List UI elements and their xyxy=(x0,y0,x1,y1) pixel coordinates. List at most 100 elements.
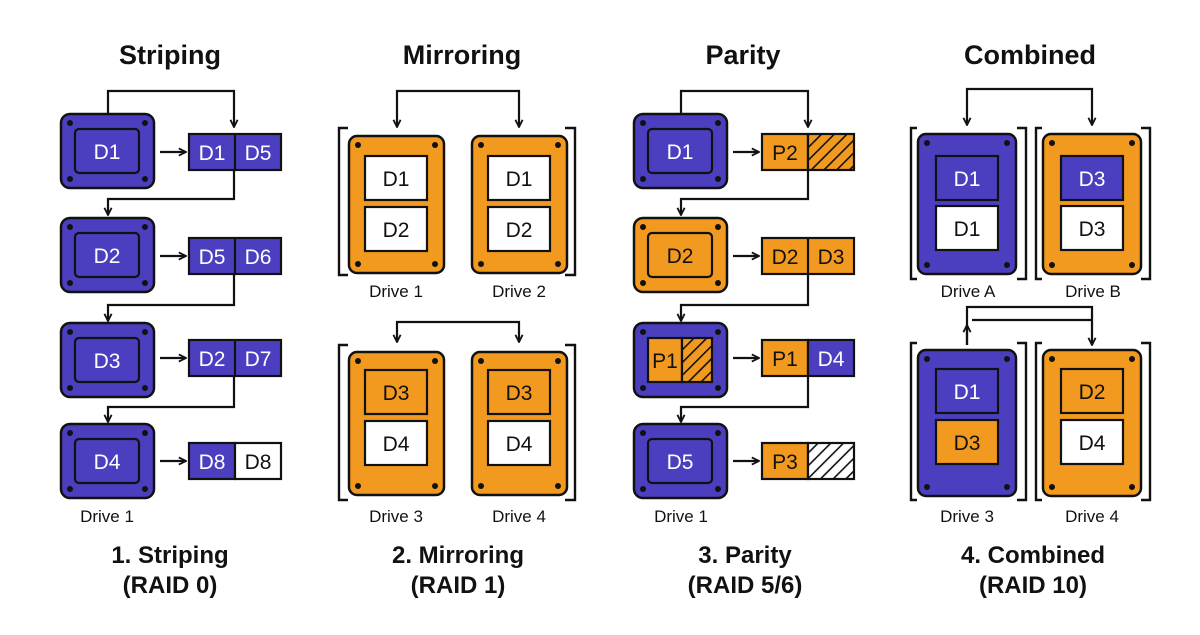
data-block: D3 xyxy=(506,382,533,405)
bracket-right xyxy=(1017,341,1028,502)
drive-block-label: D1 xyxy=(667,141,694,164)
data-block: D3 xyxy=(954,432,981,455)
data-block: D4 xyxy=(383,433,410,456)
parity-split-arrow xyxy=(679,89,808,127)
drive-block-label: D4 xyxy=(94,451,121,474)
stripe-cell: D1 xyxy=(199,142,226,165)
parity-drive-3: P1 xyxy=(632,321,729,399)
parity-stripe-3: P1 D4 xyxy=(760,338,856,378)
bracket-left xyxy=(1034,126,1042,281)
bracket-left xyxy=(909,341,917,502)
mirror-split-arrow-top xyxy=(397,89,519,127)
parity-stripe-4: P3 xyxy=(760,441,856,481)
drive-label: Drive 1 xyxy=(369,282,423,301)
bracket-left xyxy=(909,126,917,281)
parity-drive-4: D5 xyxy=(632,422,729,500)
stripe-cell: D2 xyxy=(199,348,226,371)
drive-block-label: D1 xyxy=(94,141,121,164)
striping-drive-2: D2 xyxy=(59,216,156,294)
arrow-down-link xyxy=(681,274,810,321)
bracket-right xyxy=(1141,126,1152,281)
bracket-left xyxy=(337,343,348,502)
combined-panel: Combined D1 D1 D3 D3 Drive A Drive B xyxy=(909,40,1152,599)
parity-drive-1: D1 xyxy=(632,112,729,190)
combined-drive-a: D1 D1 xyxy=(916,132,1018,276)
data-block: D3 xyxy=(1079,168,1106,191)
bracket-right xyxy=(1017,126,1028,281)
stripe-cell: D7 xyxy=(245,348,272,371)
stripe-cell: D5 xyxy=(199,246,226,269)
drive-label: Drive B xyxy=(1065,282,1121,301)
combined-drive-b: D3 D3 xyxy=(1041,132,1143,276)
parity-stripe-1: P2 xyxy=(760,132,856,172)
bracket-left xyxy=(337,126,348,277)
striping-drive-3: D3 xyxy=(59,321,156,399)
stripe-cell: P1 xyxy=(772,348,798,371)
combined-split-arrow-top xyxy=(967,87,1092,125)
mirroring-drive-1: D1 D2 xyxy=(347,134,446,275)
bracket-right xyxy=(1141,341,1152,502)
drive-label: Drive 1 xyxy=(80,507,134,526)
combined-drive-3: D1 D3 xyxy=(916,348,1018,498)
arrow-down-link xyxy=(681,170,810,215)
mirroring-panel: Mirroring D1 D2 D1 D2 Drive 1 Drive 2 xyxy=(337,40,577,599)
striping-stripe-4: D8 D8 xyxy=(187,441,283,481)
combined-drive-4: D2 D4 xyxy=(1041,348,1143,498)
drive-label: Drive 1 xyxy=(654,507,708,526)
combined-caption: 4. Combined xyxy=(961,542,1105,569)
bracket-left xyxy=(1034,341,1042,502)
striping-stripe-3: D2 D7 xyxy=(187,338,283,378)
data-block: D4 xyxy=(1079,432,1106,455)
stripe-cell: D8 xyxy=(199,451,226,474)
parity-title: Parity xyxy=(705,40,780,70)
mirroring-caption: 2. Mirroring xyxy=(392,542,524,569)
mirroring-caption-raid: (RAID 1) xyxy=(411,572,506,599)
combined-split-arrow-bottom xyxy=(965,305,1092,345)
stripe-cell: D3 xyxy=(818,246,845,269)
parity-caption-raid: (RAID 5/6) xyxy=(688,572,803,599)
mirror-split-arrow-bottom xyxy=(397,320,519,342)
stripe-cell: P2 xyxy=(772,142,798,165)
arrow-down-link xyxy=(681,376,810,422)
stripe-cell: P3 xyxy=(772,451,798,474)
drive-label: Drive A xyxy=(941,282,996,301)
arrow-down-link xyxy=(108,376,236,422)
mirroring-drive-3: D3 D4 xyxy=(347,350,446,497)
bracket-right xyxy=(565,343,577,502)
stripe-cell: D5 xyxy=(245,142,272,165)
data-block: D1 xyxy=(506,168,533,191)
striping-panel: Striping D1 D1 D5 D2 xyxy=(59,40,283,599)
arrow-down-link xyxy=(108,274,236,321)
striping-title: Striping xyxy=(119,40,221,70)
parity-stripe-2: D2 D3 xyxy=(760,236,856,276)
data-block: D3 xyxy=(1079,218,1106,241)
arrow-down-link xyxy=(108,170,236,215)
data-block: D1 xyxy=(954,218,981,241)
data-block: D1 xyxy=(383,168,410,191)
data-block: D2 xyxy=(1079,381,1106,404)
striping-drive-1: D1 xyxy=(59,112,156,190)
data-block: D3 xyxy=(383,382,410,405)
drive-label: Drive 4 xyxy=(492,507,546,526)
striping-drive-4: D4 xyxy=(59,422,156,500)
mirroring-drive-4: D3 D4 xyxy=(470,350,569,497)
bracket-right xyxy=(565,126,577,277)
drive-label: Drive 4 xyxy=(1065,507,1119,526)
mirroring-title: Mirroring xyxy=(403,40,522,70)
data-block: D1 xyxy=(954,168,981,191)
mirroring-drive-2: D1 D2 xyxy=(470,134,569,275)
striping-stripe-1: D1 D5 xyxy=(187,132,283,172)
parity-panel: Parity D1 P2 D2 D2 xyxy=(632,40,856,599)
combined-title: Combined xyxy=(964,40,1096,70)
parity-caption: 3. Parity xyxy=(698,542,792,569)
striping-caption: 1. Striping xyxy=(111,542,228,569)
data-block: D2 xyxy=(383,219,410,242)
drive-label: Drive 3 xyxy=(940,507,994,526)
data-block: D2 xyxy=(506,219,533,242)
drive-block-label: D2 xyxy=(94,245,121,268)
drive-block-label: D5 xyxy=(667,451,694,474)
striping-caption-raid: (RAID 0) xyxy=(123,572,218,599)
stripe-cell: D6 xyxy=(245,246,272,269)
